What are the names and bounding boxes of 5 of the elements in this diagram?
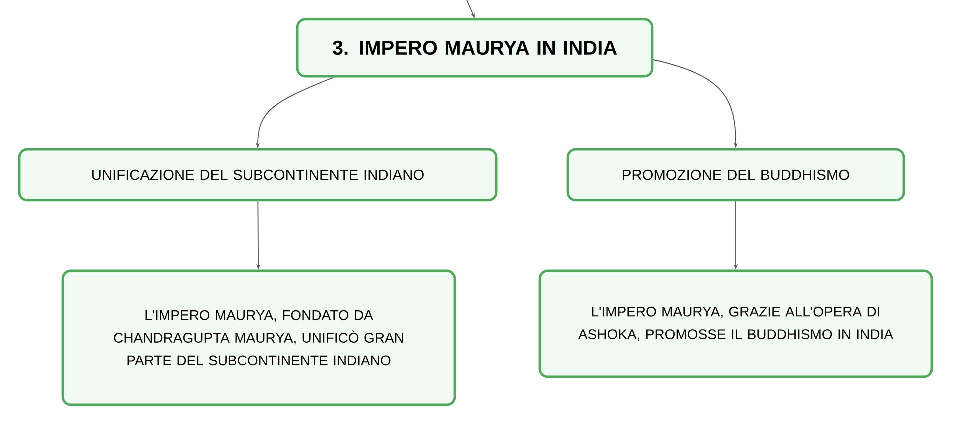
topic-box: UNIFICAZIONE DEL SUBCONTINENTE INDIANO <box>18 148 498 202</box>
detail-box: L'IMPERO MAURYA, FONDATO DA CHANDRAGUPTA MAURYA, UNIFICÒ GRAN PARTE DEL SUBCONTINENTE INDIANO <box>62 270 456 406</box>
detail-box: L'IMPERO MAURYA, GRAZIE ALL'OPERA DI ASHOKA, PROMOSSE IL BUDDHISMO IN INDIA <box>538 270 934 378</box>
title-box: 3. IMPERO MAURYA IN INDIA <box>296 18 654 78</box>
topic-box: PROMOZIONE DEL BUDDHISMO <box>566 148 906 202</box>
